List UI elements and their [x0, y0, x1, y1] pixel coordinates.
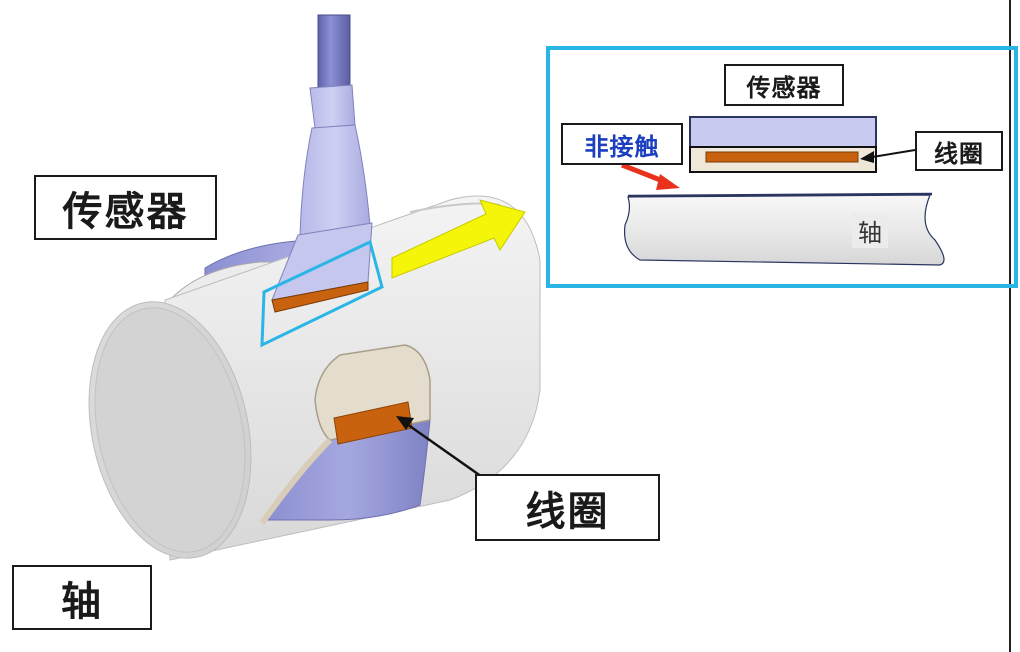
inset-coil-leader-head — [860, 151, 874, 163]
inset-shaft-surface — [627, 192, 933, 198]
inset-coil — [705, 151, 859, 163]
inset-sensor-body — [689, 116, 877, 148]
sensor-probe — [271, 14, 373, 313]
inset-coil-leader — [865, 149, 916, 159]
sensor-highlight-frame — [260, 239, 384, 348]
inset-sensor-label: 传感器 — [724, 64, 844, 106]
inset-shaft-label: 轴 — [852, 213, 888, 248]
inset-coil-label: 线圈 — [915, 131, 1003, 171]
non-contact-arrow-head — [656, 174, 680, 190]
inset-shaft — [623, 194, 945, 266]
coil-leader-head — [396, 416, 414, 430]
non-contact-label: 非接触 — [561, 123, 683, 165]
coil-window — [259, 344, 431, 525]
zoom-arrow — [391, 199, 526, 279]
coil-label: 线圈 — [475, 474, 660, 541]
inset-frame — [546, 46, 1018, 288]
sensor-label: 传感器 — [34, 175, 217, 240]
shaft-label: 轴 — [12, 565, 152, 630]
